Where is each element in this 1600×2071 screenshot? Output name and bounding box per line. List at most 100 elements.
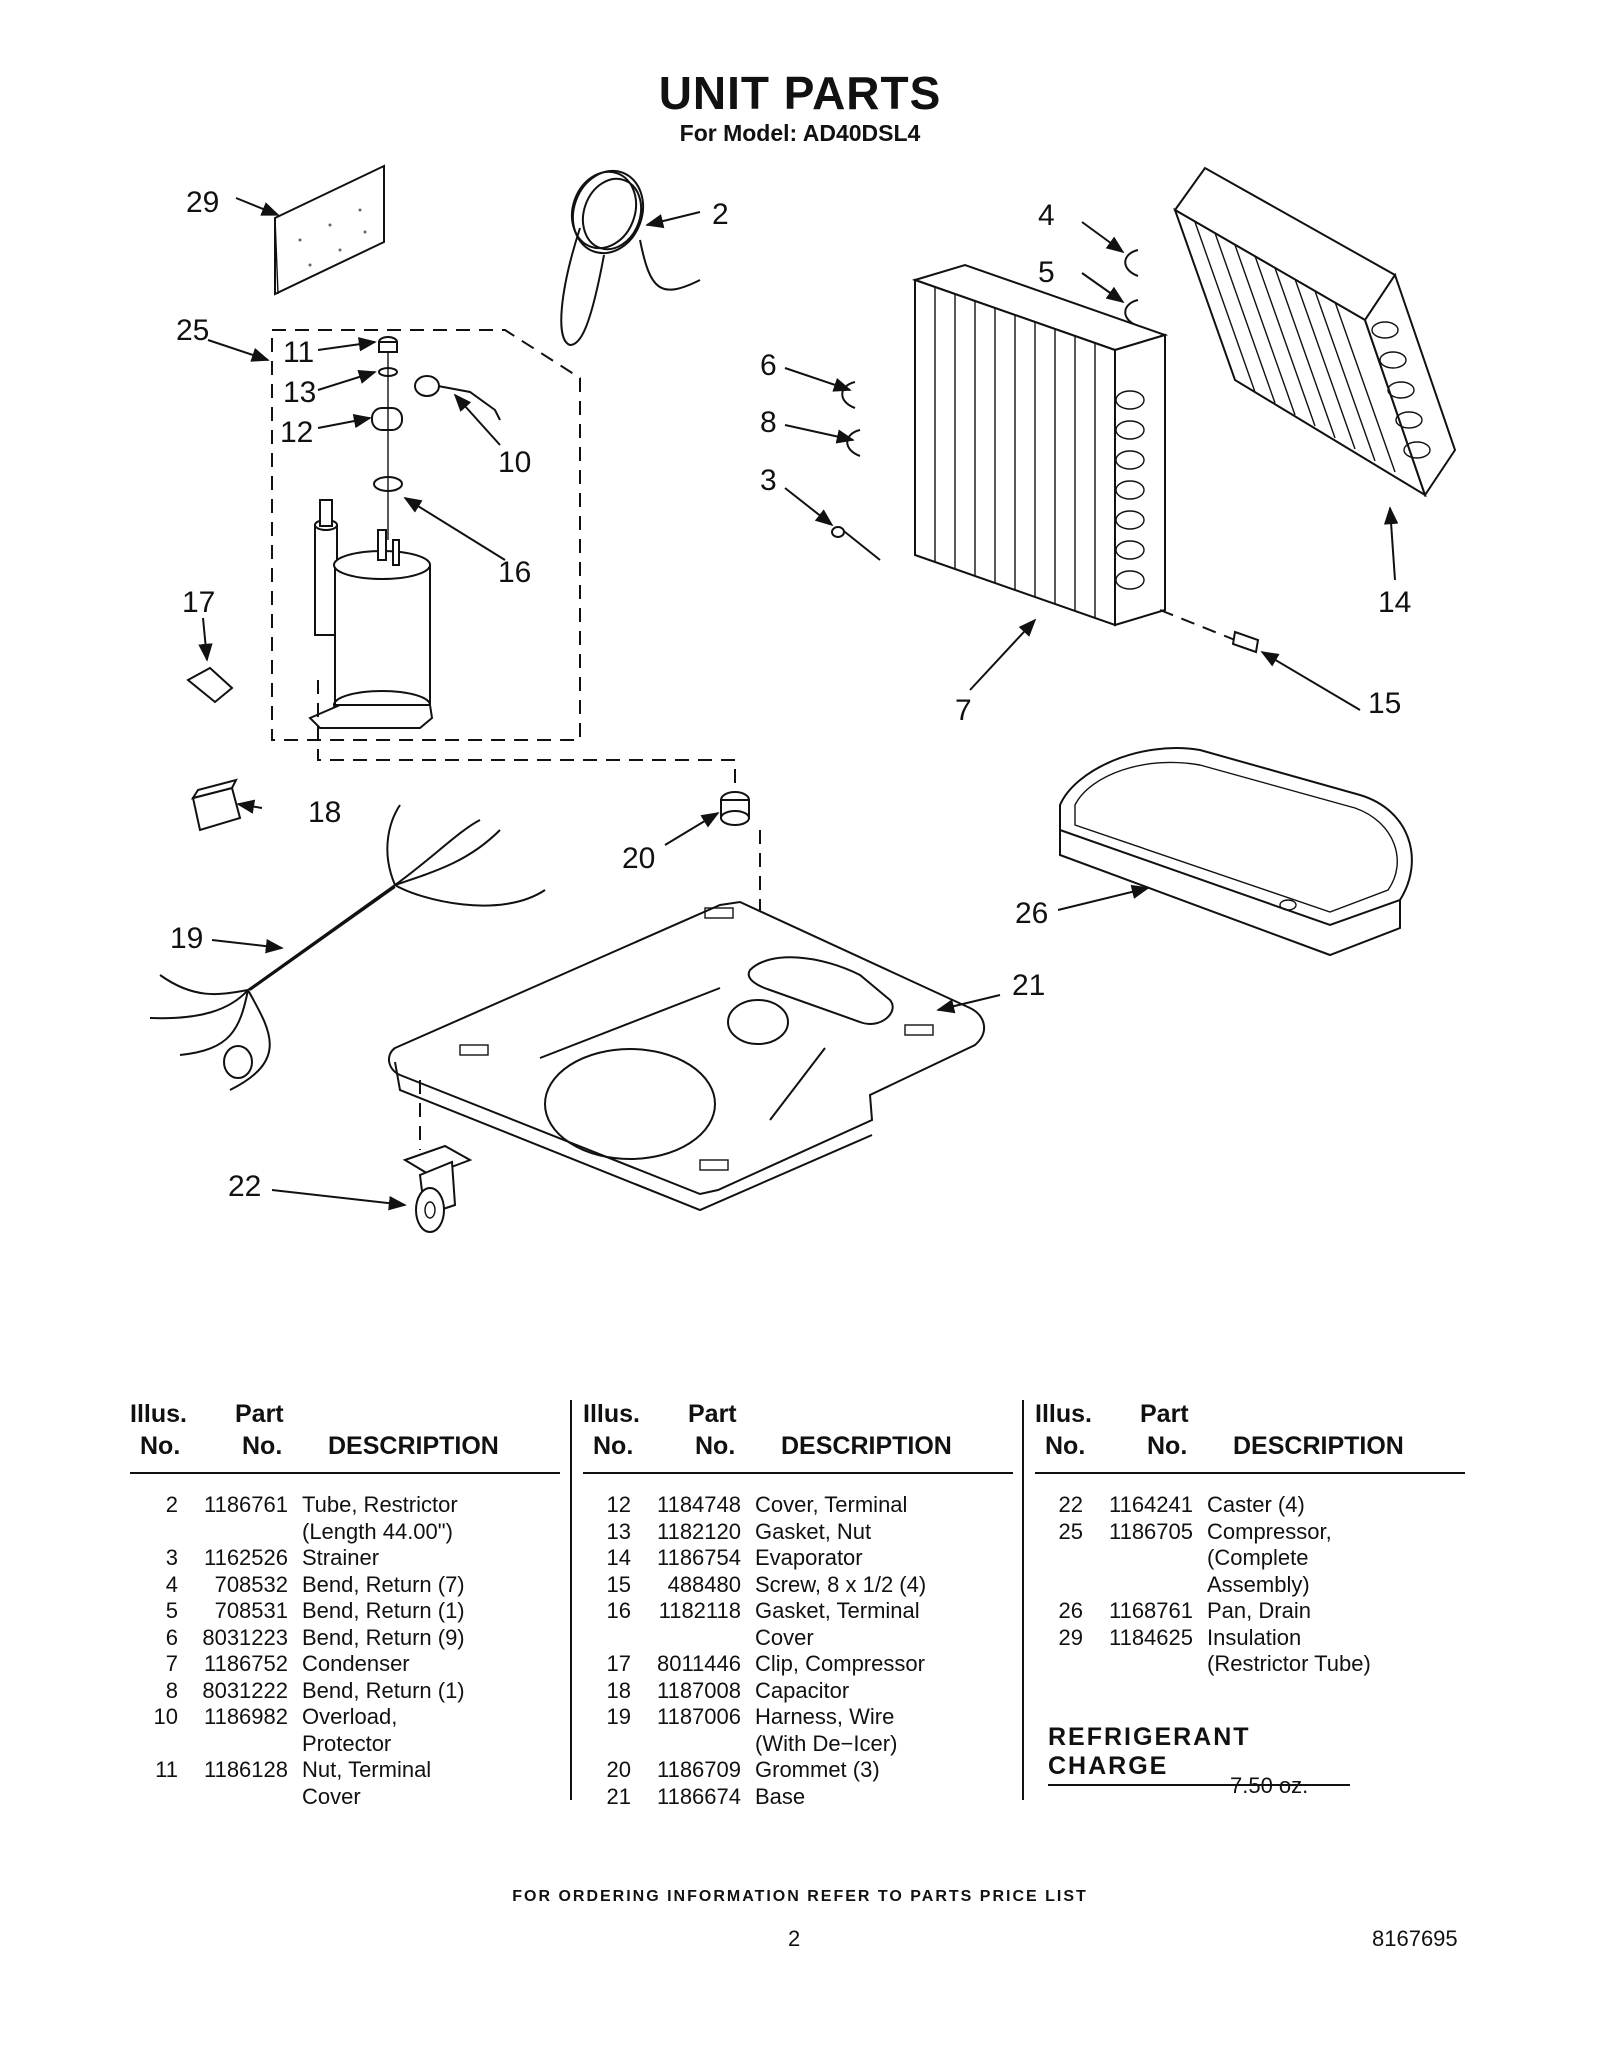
callout-3: 3 [760, 464, 777, 497]
illus-number: 13 [606, 1518, 631, 1544]
illus-number [583, 1625, 631, 1652]
illus-number: 18 [606, 1677, 631, 1703]
illus-number: 21 [606, 1783, 631, 1809]
illus-number: 6 [165, 1624, 178, 1650]
illus-number: 5 [165, 1598, 178, 1623]
part-number: 1164241 [1108, 1492, 1193, 1517]
part-description: Bend, Return (1) [302, 1677, 465, 1703]
part-description: (Length 44.00") [302, 1518, 453, 1544]
condenser-drawing [911, 263, 1169, 627]
refrigerant-charge-value: 7.50 oz. [1230, 1773, 1309, 1798]
callout-19: 19 [170, 922, 203, 955]
base-drawing [388, 900, 985, 1212]
part-description: Cover [302, 1783, 361, 1809]
part-description: Tube, Restrictor [302, 1492, 458, 1517]
capacitor-drawing [190, 778, 242, 832]
description-header: DESCRIPTION [1233, 1432, 1404, 1460]
illus-number: 16 [606, 1598, 631, 1623]
illus-number [1035, 1572, 1083, 1599]
illus-number: 25 [1058, 1518, 1083, 1544]
part-description: Strainer [302, 1545, 380, 1570]
part-description: Cover [755, 1624, 814, 1650]
description-header: DESCRIPTION [781, 1432, 952, 1460]
callout-22: 22 [228, 1170, 261, 1203]
restrictor-tube-drawing [560, 169, 701, 347]
illus-header: Illus. [583, 1400, 640, 1428]
column-divider [570, 1400, 572, 1800]
part-header: Part [688, 1400, 737, 1428]
part-number: 1186705 [1108, 1518, 1193, 1544]
part-description: (Complete [1207, 1545, 1309, 1570]
part-number: 1168761 [1108, 1598, 1193, 1623]
callout-6: 6 [760, 349, 777, 382]
illus-number [130, 1784, 178, 1811]
callout-29: 29 [186, 186, 219, 219]
exploded-parts-diagram: 29 2 4 5 25 11 13 12 10 16 17 6 8 3 14 7… [149, 164, 1457, 1233]
column-divider [1022, 1400, 1024, 1800]
callout-4: 4 [1038, 199, 1055, 232]
model-subtitle: For Model: AD40DSL4 [679, 120, 921, 146]
part-description: (With De−Icer) [755, 1730, 898, 1756]
overload-protector-drawing [414, 375, 501, 421]
table-row-continuation: Assembly) [1035, 1572, 1465, 1599]
callout-16: 16 [498, 556, 531, 589]
part-description: Base [755, 1783, 806, 1809]
part-number [1083, 1651, 1193, 1678]
part-number: 708532 [214, 1571, 288, 1597]
illus-no-header: No. [1045, 1432, 1086, 1460]
illus-number: 10 [153, 1704, 178, 1729]
part-number: 8031223 [202, 1624, 288, 1650]
illus-number: 11 [155, 1757, 178, 1782]
part-description: Capacitor [755, 1677, 850, 1703]
wire-harness-drawing [149, 804, 546, 1091]
table-row-continuation: (Complete [1035, 1545, 1465, 1572]
part-number [178, 1784, 288, 1811]
callout-8: 8 [760, 406, 777, 439]
table-header: Illus. No. Part No. DESCRIPTION [1035, 1400, 1465, 1474]
illus-number: 19 [606, 1704, 631, 1729]
illus-number: 29 [1058, 1624, 1083, 1650]
callout-14: 14 [1378, 586, 1411, 619]
illus-number: 26 [1058, 1598, 1083, 1623]
callout-15: 15 [1368, 687, 1401, 720]
part-description: Bend, Return (1) [302, 1598, 465, 1623]
part-description: Bend, Return (9) [302, 1624, 465, 1650]
part-description: Bend, Return (7) [302, 1571, 465, 1597]
grommet-drawing [720, 791, 750, 826]
table-row-continuation: (With De−Icer) [583, 1731, 1013, 1758]
callout-5: 5 [1038, 256, 1055, 289]
evaporator-drawing [1173, 166, 1457, 498]
refrigerant-charge-title: REFRIGERANT CHARGE [1048, 1723, 1350, 1786]
illus-number [130, 1519, 178, 1546]
insulation-panel-drawing [274, 164, 385, 296]
terminal-parts-drawing [371, 336, 403, 540]
part-number: 488480 [667, 1571, 741, 1597]
illus-no-header: No. [140, 1432, 181, 1460]
part-number: 8031222 [202, 1677, 288, 1703]
callout-20: 20 [622, 842, 655, 875]
callout-2: 2 [712, 198, 729, 231]
part-description: Condenser [302, 1651, 410, 1676]
part-description: Evaporator [755, 1545, 863, 1570]
part-description: Gasket, Nut [755, 1518, 872, 1544]
part-description: Caster (4) [1207, 1492, 1305, 1517]
part-number: 1182118 [658, 1598, 741, 1623]
part-number [178, 1519, 288, 1546]
part-description: Nut, Terminal [302, 1757, 432, 1782]
part-description: Protector [302, 1730, 392, 1756]
callout-17: 17 [182, 586, 215, 619]
table-row-continuation: Cover [130, 1784, 560, 1811]
part-number: 1186982 [203, 1704, 288, 1729]
illus-number: 3 [165, 1545, 178, 1570]
